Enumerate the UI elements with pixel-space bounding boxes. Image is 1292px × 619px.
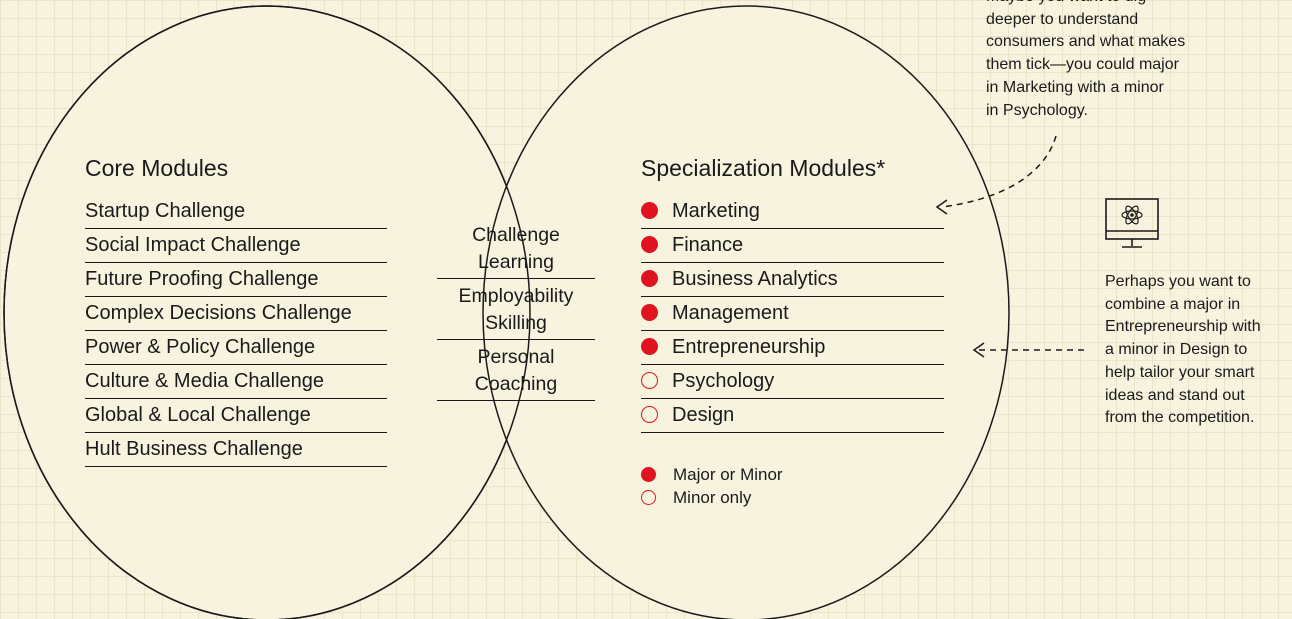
- legend-item-major-or-minor: Major or Minor: [641, 463, 783, 486]
- overlap-item-employability-skilling: Employability Skilling: [437, 279, 595, 340]
- major-or-minor-dot-icon: [641, 338, 658, 355]
- specialization-item-management: Management: [641, 297, 944, 331]
- specialization-item-label: Design: [672, 404, 735, 426]
- note-line: Perhaps you want to: [1105, 273, 1251, 290]
- specialization-item-psychology: Psychology: [641, 365, 944, 399]
- specialization-item-design: Design: [641, 399, 944, 433]
- core-circle-outline: [3, 5, 531, 619]
- specialization-item-entrepreneurship: Entrepreneurship: [641, 331, 944, 365]
- overlap-item-challenge-learning: Challenge Learning: [437, 218, 595, 279]
- note-line: help tailor your smart: [1105, 363, 1255, 381]
- overlap-item-line: Personal: [477, 346, 555, 368]
- major-or-minor-dot-icon: [641, 236, 658, 253]
- major-or-minor-dot-icon: [641, 270, 658, 287]
- core-modules-list: Startup Challenge Social Impact Challeng…: [85, 195, 387, 467]
- major-or-minor-dot-icon: [641, 202, 658, 219]
- note-line: deeper to understand: [986, 10, 1139, 28]
- core-module-item: Future Proofing Challenge: [85, 263, 387, 297]
- note-line: Maybe you want to dig: [986, 0, 1185, 9]
- minor-only-dot-icon: [641, 406, 658, 423]
- overlap-item-line: Employability: [458, 285, 574, 307]
- specialization-item-marketing: Marketing: [641, 195, 944, 229]
- legend-label: Minor only: [673, 487, 752, 507]
- specialization-modules-title: Specialization Modules*: [641, 155, 886, 181]
- overlap-item-line: Challenge: [472, 224, 560, 246]
- overlap-item-line: Learning: [478, 251, 554, 273]
- note-line: Entrepreneurship with: [1105, 318, 1261, 336]
- note-line: a minor in Design to: [1105, 341, 1248, 359]
- marketing-psychology-note: Maybe you want to dig deeper to understa…: [986, 0, 1185, 122]
- core-module-item: Global & Local Challenge: [85, 399, 387, 433]
- specialization-modules-list: Marketing Finance Business Analytics Man…: [641, 195, 944, 433]
- minor-only-dot-icon: [641, 372, 658, 389]
- note-line: ideas and stand out: [1105, 386, 1245, 404]
- core-module-item: Social Impact Challenge: [85, 229, 387, 263]
- overlap-modules-list: Challenge Learning Employability Skillin…: [437, 218, 595, 401]
- specialization-item-label: Entrepreneurship: [672, 336, 826, 358]
- overlap-item-line: Skilling: [485, 312, 547, 334]
- legend-item-minor-only: Minor only: [641, 486, 783, 509]
- legend: Major or Minor Minor only: [641, 463, 783, 509]
- note-line: combine a major in: [1105, 295, 1241, 313]
- specialization-item-label: Management: [672, 302, 789, 324]
- note-line: in Marketing with a minor: [986, 78, 1164, 96]
- note-line: consumers and what makes: [986, 33, 1186, 51]
- specialization-item-label: Finance: [672, 234, 744, 256]
- specialization-item-label: Business Analytics: [672, 268, 838, 290]
- note-line: in Psychology.: [986, 101, 1088, 119]
- specialization-item-business-analytics: Business Analytics: [641, 263, 944, 297]
- note-line: them tick—you could major: [986, 56, 1179, 74]
- specialization-item-label: Psychology: [672, 370, 775, 392]
- core-module-item: Culture & Media Challenge: [85, 365, 387, 399]
- minor-only-dot-icon: [641, 490, 656, 505]
- overlap-item-line: Coaching: [474, 373, 558, 395]
- arrow-to-marketing-head: [935, 199, 948, 215]
- overlap-item-personal-coaching: Personal Coaching: [437, 340, 595, 401]
- computer-monitor-atom-icon: [1105, 198, 1159, 248]
- specialization-item-finance: Finance: [641, 229, 944, 263]
- core-module-item: Startup Challenge: [85, 195, 387, 229]
- specialization-circle: [482, 5, 1010, 619]
- major-or-minor-dot-icon: [641, 304, 658, 321]
- note-line: from the competition.: [1105, 409, 1255, 427]
- entrepreneurship-design-note: Perhaps you want to combine a major in E…: [1105, 271, 1261, 430]
- arrow-to-marketing: [941, 135, 1057, 208]
- core-module-item: Hult Business Challenge: [85, 433, 387, 467]
- core-module-item: Complex Decisions Challenge: [85, 297, 387, 331]
- legend-label: Major or Minor: [673, 464, 783, 484]
- core-modules-title: Core Modules: [85, 155, 229, 181]
- arrow-to-entrepreneurship-head: [972, 342, 985, 358]
- major-or-minor-dot-icon: [641, 467, 656, 482]
- core-module-item: Power & Policy Challenge: [85, 331, 387, 365]
- specialization-item-label: Marketing: [672, 200, 760, 222]
